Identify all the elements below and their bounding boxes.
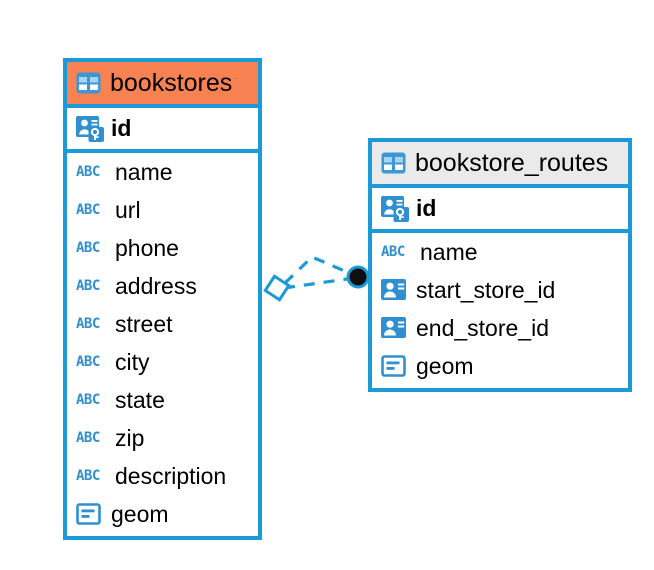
- abc-text-icon: ABC: [76, 240, 100, 256]
- abc-text-icon: ABC: [76, 430, 100, 446]
- relationship-line-upper: [283, 255, 355, 285]
- abc-text-icon: ABC: [76, 468, 100, 484]
- field-row[interactable]: end_store_id: [372, 309, 628, 347]
- field-label: name: [115, 158, 173, 185]
- field-row[interactable]: ABC phone: [67, 229, 258, 267]
- table-grid-icon: [381, 152, 406, 174]
- field-row[interactable]: start_store_id: [372, 271, 628, 309]
- field-row[interactable]: ABC name: [67, 153, 258, 191]
- foreign-key-icon: [381, 279, 407, 301]
- field-label: end_store_id: [416, 314, 549, 341]
- entity-title-bookstores: bookstores: [110, 68, 233, 97]
- field-label: city: [115, 348, 150, 375]
- entity-bookstore-routes[interactable]: bookstore_routes: [368, 138, 632, 392]
- primary-key-section-bookstore-routes: id: [372, 188, 628, 233]
- primary-key-section-bookstores: id: [67, 108, 258, 153]
- abc-text-icon: ABC: [76, 316, 100, 332]
- field-label: zip: [115, 424, 145, 451]
- field-row-primary-key[interactable]: id: [372, 188, 628, 229]
- relationship-line-lower: [283, 276, 355, 290]
- field-row[interactable]: ABC url: [67, 191, 258, 229]
- field-row[interactable]: geom: [372, 347, 628, 385]
- foreign-key-icon: [381, 317, 407, 339]
- field-row[interactable]: ABC zip: [67, 419, 258, 457]
- field-row-primary-key[interactable]: id: [67, 108, 258, 149]
- relationship-source-diamond-icon: [263, 274, 291, 302]
- entity-header-bookstores[interactable]: bookstores: [67, 62, 258, 108]
- abc-text-icon: ABC: [76, 392, 100, 408]
- entity-bookstores[interactable]: bookstores id: [63, 58, 262, 540]
- field-row[interactable]: ABC description: [67, 457, 258, 495]
- relationship-target-circle-icon: [346, 265, 370, 289]
- field-row[interactable]: ABC state: [67, 381, 258, 419]
- entity-title-bookstore-routes: bookstore_routes: [415, 148, 609, 177]
- abc-text-icon: ABC: [381, 244, 405, 260]
- field-label: address: [115, 272, 197, 299]
- entity-header-bookstore-routes[interactable]: bookstore_routes: [372, 142, 628, 188]
- table-grid-icon: [76, 72, 101, 94]
- abc-text-icon: ABC: [76, 278, 100, 294]
- field-label: street: [115, 310, 173, 337]
- field-row[interactable]: ABC name: [372, 233, 628, 271]
- field-label: start_store_id: [416, 276, 556, 303]
- field-label: geom: [111, 500, 169, 527]
- field-label-primary-key: id: [111, 115, 132, 141]
- abc-text-icon: ABC: [76, 202, 100, 218]
- field-label: geom: [416, 352, 474, 379]
- field-row[interactable]: ABC city: [67, 343, 258, 381]
- field-row[interactable]: ABC address: [67, 267, 258, 305]
- geometry-icon: [381, 354, 407, 378]
- primary-key-icon: [76, 115, 104, 142]
- geometry-icon: [76, 502, 102, 526]
- abc-text-icon: ABC: [76, 354, 100, 370]
- field-label: state: [115, 386, 165, 413]
- field-label: url: [115, 196, 141, 223]
- primary-key-icon: [381, 195, 409, 222]
- field-label: phone: [115, 234, 179, 261]
- abc-text-icon: ABC: [76, 164, 100, 180]
- field-label: description: [115, 462, 227, 489]
- field-label: name: [420, 238, 478, 265]
- field-row[interactable]: ABC street: [67, 305, 258, 343]
- field-row[interactable]: geom: [67, 495, 258, 533]
- field-label-primary-key: id: [416, 195, 437, 221]
